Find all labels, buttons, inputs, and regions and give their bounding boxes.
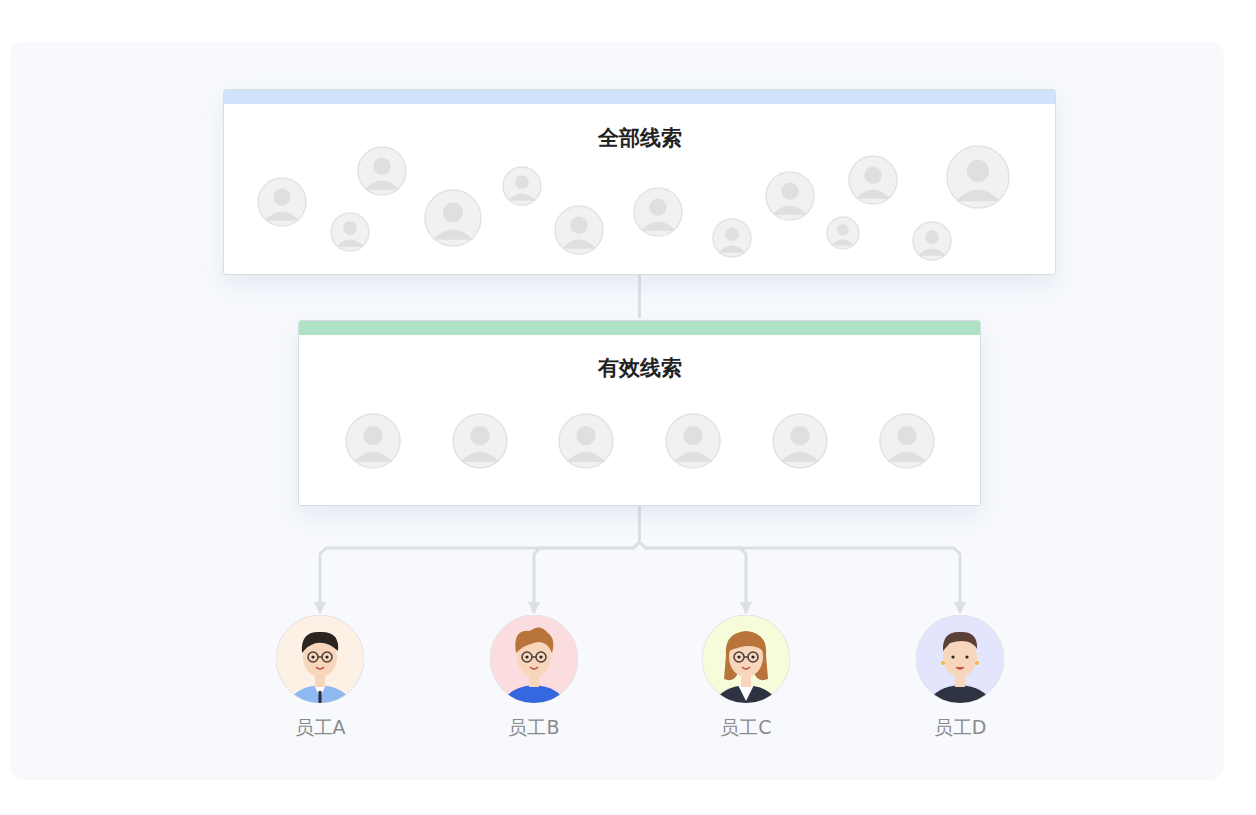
placeholder-head xyxy=(470,426,489,445)
placeholder-body xyxy=(354,452,393,462)
box-title: 有效线索 xyxy=(299,354,980,382)
placeholder-head xyxy=(897,426,916,445)
placeholder-body xyxy=(718,246,745,253)
placeholder-head xyxy=(683,426,702,445)
placeholder-body xyxy=(888,452,927,462)
employee-avatar xyxy=(490,615,578,703)
connector xyxy=(534,506,640,613)
placeholder-avatar xyxy=(425,190,481,246)
avatar-figure xyxy=(712,631,780,703)
placeholder-head xyxy=(967,160,989,182)
avatar-figure xyxy=(500,627,568,703)
placeholder-head xyxy=(790,426,809,445)
placeholder-body xyxy=(433,229,473,240)
placeholder-body xyxy=(562,240,597,249)
employee-avatar xyxy=(702,615,790,703)
employee-name: 员工D xyxy=(895,715,1025,741)
avatar-figure xyxy=(926,632,994,703)
placeholder-head xyxy=(273,189,290,206)
placeholder-body xyxy=(265,212,300,221)
placeholder-body xyxy=(365,181,400,190)
avatar-circle xyxy=(276,615,364,703)
placeholder-body xyxy=(567,452,606,462)
placeholder-avatar xyxy=(555,206,603,254)
employee-node: 员工C xyxy=(681,615,811,741)
placeholder-head xyxy=(864,167,881,184)
employee-node: 员工D xyxy=(895,615,1025,741)
connector xyxy=(640,506,961,613)
avatar-circle xyxy=(702,615,790,703)
placeholder-body xyxy=(918,249,945,256)
placeholder-avatar xyxy=(634,188,682,236)
employee-name: 员工C xyxy=(681,715,811,741)
placeholder-body xyxy=(773,206,808,215)
employee-node: 员工A xyxy=(255,615,385,741)
box-header-bar xyxy=(224,90,1055,104)
employee-name: 员工B xyxy=(469,715,599,741)
connector xyxy=(320,506,640,613)
placeholder-avatar xyxy=(331,213,369,251)
placeholder-head xyxy=(837,224,849,236)
placeholder-avatar xyxy=(713,219,751,257)
placeholder-head xyxy=(649,199,666,216)
placeholder-avatar xyxy=(346,414,400,468)
placeholder-avatar xyxy=(503,167,541,205)
lead-box: 全部线索 xyxy=(223,89,1056,275)
placeholder-body xyxy=(781,452,820,462)
placeholder-avatar xyxy=(773,414,827,468)
placeholder-avatar xyxy=(849,156,897,204)
connector xyxy=(640,506,747,613)
placeholder-avatar xyxy=(666,414,720,468)
placeholder-avatar xyxy=(880,414,934,468)
placeholder-avatar xyxy=(258,178,306,226)
placeholder-body xyxy=(956,189,1001,201)
placeholder-avatar xyxy=(947,146,1009,208)
placeholder-body xyxy=(856,190,891,199)
placeholder-head xyxy=(515,175,529,189)
placeholder-avatar xyxy=(913,222,951,260)
placeholder-head xyxy=(570,217,587,234)
placeholder-head xyxy=(781,183,798,200)
placeholder-avatar xyxy=(453,414,507,468)
avatar-group xyxy=(299,321,981,506)
employee-avatar xyxy=(276,615,364,703)
lead-box: 有效线索 xyxy=(298,320,981,506)
box-header-bar xyxy=(299,321,980,335)
placeholder-body xyxy=(336,240,363,247)
placeholder-head xyxy=(343,221,357,235)
placeholder-head xyxy=(373,158,390,175)
placeholder-avatar xyxy=(358,147,406,195)
placeholder-body xyxy=(831,239,854,245)
avatar-figure xyxy=(286,632,354,703)
placeholder-avatar xyxy=(766,172,814,220)
box-title: 全部线索 xyxy=(224,124,1055,152)
placeholder-body xyxy=(641,222,676,231)
connector xyxy=(638,275,641,318)
employee-avatar xyxy=(916,615,1004,703)
placeholder-head xyxy=(725,227,739,241)
avatar-group xyxy=(224,90,1056,275)
placeholder-body xyxy=(508,194,535,201)
placeholder-head xyxy=(576,426,595,445)
placeholder-head xyxy=(443,202,463,222)
placeholder-head xyxy=(363,426,382,445)
placeholder-head xyxy=(925,230,939,244)
placeholder-body xyxy=(461,452,500,462)
employee-name: 员工A xyxy=(255,715,385,741)
placeholder-body xyxy=(674,452,713,462)
placeholder-avatar xyxy=(559,414,613,468)
placeholder-avatar xyxy=(827,217,859,249)
employee-node: 员工B xyxy=(469,615,599,741)
